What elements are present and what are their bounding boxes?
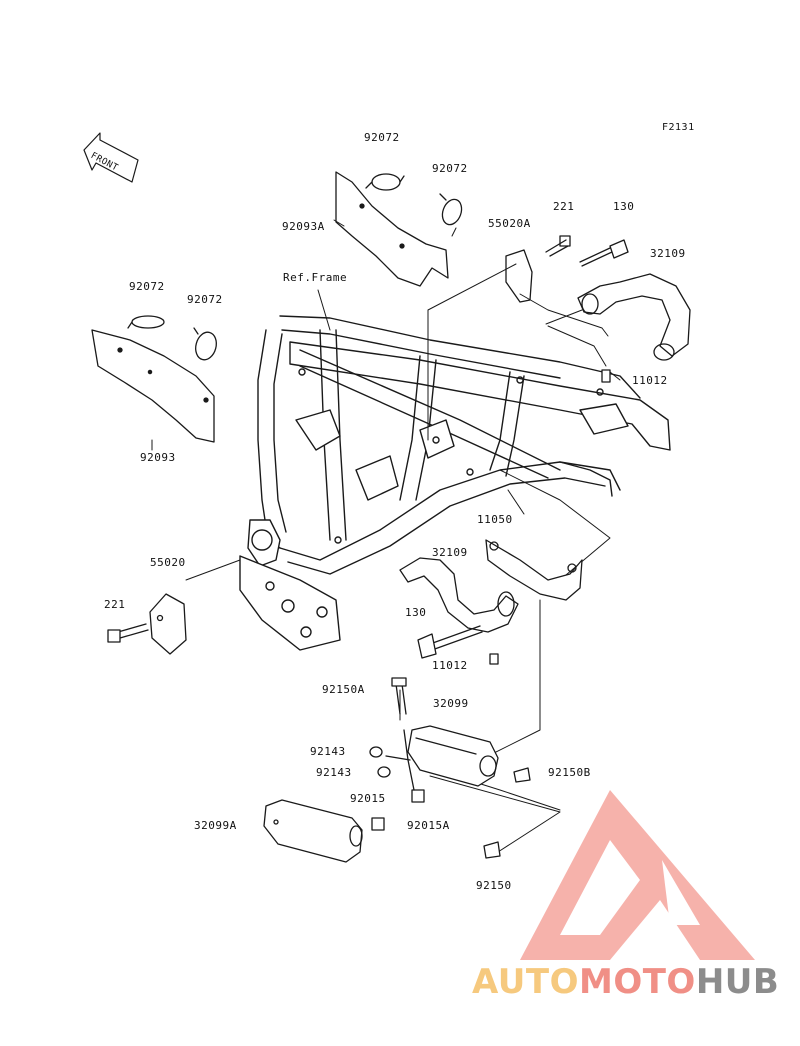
part-label: 92072 (364, 131, 400, 144)
part-label: 92072 (129, 280, 165, 293)
pin-11012-top (601, 369, 611, 383)
watermark-part-hub: HUB (695, 962, 780, 1002)
part-label: 92150A (322, 683, 365, 696)
clamp-92072-left-b (193, 327, 217, 361)
part-label: 130 (405, 606, 427, 619)
ref-frame-label: Ref.Frame (283, 271, 348, 284)
watermark-logo (520, 790, 755, 960)
bolt-130-lower (417, 625, 483, 659)
collar-92143-b (377, 766, 391, 778)
part-label: 11012 (632, 374, 668, 387)
part-label: 32099A (194, 819, 237, 832)
part-label: 55020A (488, 217, 531, 230)
clamp-92072-top-b (439, 193, 463, 226)
part-label: 92143 (316, 766, 352, 779)
part-label: 55020 (150, 556, 186, 569)
heat-guard-32099A (263, 799, 363, 863)
main-frame (239, 315, 671, 651)
part-label: 92015A (407, 819, 450, 832)
nut-92015A (371, 817, 385, 831)
link-rod (385, 729, 415, 791)
part-label: 221 (553, 200, 575, 213)
bolt-130-top (579, 239, 629, 267)
bolt-92150 (483, 841, 501, 859)
part-label: 32109 (432, 546, 468, 559)
watermark-text: AUTOMOTOHUB (472, 962, 779, 1002)
side-cover-92093A (335, 171, 449, 287)
part-label: 92150B (548, 766, 591, 779)
bolt-221-lower (107, 623, 149, 643)
clamp-92072-left-a (127, 315, 165, 329)
part-label: 11012 (432, 659, 468, 672)
pin-11012-lower (489, 653, 499, 665)
bracket-55020 (149, 593, 187, 655)
part-label: 92015 (350, 792, 386, 805)
bolt-92150B (513, 767, 531, 783)
part-label: 32099 (433, 697, 469, 710)
step-bracket-32109-lower (399, 557, 519, 633)
bracket-55020A (505, 249, 533, 303)
plate-11050 (485, 539, 583, 601)
watermark-part-moto: MOTO (578, 962, 696, 1002)
step-bracket-32109-top (577, 273, 691, 361)
part-label: 92072 (187, 293, 223, 306)
part-label: 92072 (432, 162, 468, 175)
part-label: 221 (104, 598, 126, 611)
part-label: 11050 (477, 513, 513, 526)
part-label: 92150 (476, 879, 512, 892)
part-label: 92143 (310, 745, 346, 758)
part-label: 92093A (282, 220, 325, 233)
part-label: 32109 (650, 247, 686, 260)
clamp-92072-top-a (365, 173, 405, 191)
heat-guard-32099 (407, 725, 499, 787)
leader-lines (151, 219, 621, 853)
collar-92143-a (369, 746, 383, 758)
nut-92015 (411, 789, 425, 803)
figure-code: F2131 (662, 122, 695, 133)
part-label: 92093 (140, 451, 176, 464)
part-label: 130 (613, 200, 635, 213)
front-arrow-icon (83, 132, 139, 183)
bolt-221-top (545, 235, 571, 257)
watermark-part-auto: AUTO (472, 962, 579, 1002)
bolt-92150A (391, 677, 407, 715)
side-cover-92093 (91, 329, 215, 443)
